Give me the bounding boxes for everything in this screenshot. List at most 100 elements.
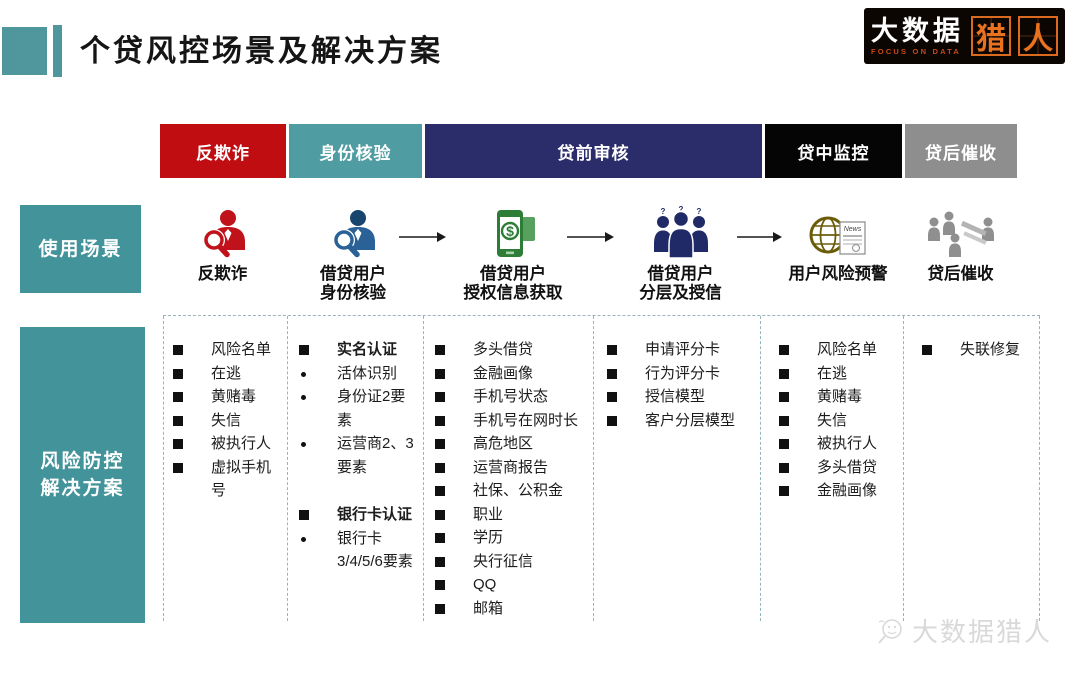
brand-name: 大数据 <box>871 15 964 46</box>
phone-payment-icon: $ <box>486 206 540 260</box>
square-bullet <box>779 345 789 355</box>
list-item: 金融画像 <box>431 362 587 386</box>
square-bullet <box>173 368 183 379</box>
square-bullet <box>607 368 617 379</box>
list-item: 在逃 <box>169 362 283 386</box>
dashed-divider <box>423 316 424 621</box>
solution-column-monitoring: 风险名单 在逃 黄赌毒 失信 被执行人 多头借贷 金融画像 <box>775 316 897 503</box>
list-item: 手机号在网时长 <box>431 409 587 433</box>
square-bullet <box>435 580 445 590</box>
square-bullet <box>299 345 309 355</box>
scenario-label: 借贷用户 身份核验 <box>320 265 386 302</box>
watermark-text: 大数据猎人 <box>911 617 1052 647</box>
solution-column-collection: 失联修复 <box>918 316 1033 362</box>
list-item: 被执行人 <box>775 432 897 456</box>
square-bullet <box>779 368 789 379</box>
list-item: 实名认证 <box>295 338 417 362</box>
list-item: 风险名单 <box>775 338 897 362</box>
square-bullet <box>173 392 183 402</box>
square-bullet <box>779 462 789 473</box>
square-bullet <box>435 556 445 567</box>
list-item: 央行征信 <box>431 550 587 574</box>
solution-column-identity-check: 实名认证 活体识别 身份证2要素 运营商2、3要素 银行卡认证 银行卡3/4/5… <box>295 316 417 574</box>
brand-char-box: 人 <box>1018 16 1058 56</box>
solution-column-scoring-models: 申请评分卡 行为评分卡 授信模型 客户分层模型 <box>603 316 753 432</box>
svg-text:$: $ <box>506 223 514 239</box>
square-bullet <box>435 603 445 614</box>
stage-bar-in-loan-monitoring: 贷中监控 <box>765 124 902 178</box>
dashed-divider <box>287 316 288 621</box>
scenario-anti-fraud: 反欺诈 <box>180 206 265 284</box>
square-bullet <box>173 439 183 449</box>
list-item: 失联修复 <box>918 338 1033 362</box>
square-bullet <box>779 415 789 426</box>
dot-bullet <box>301 371 306 377</box>
scenario-identity-check: 借贷用户 身份核验 <box>298 206 408 303</box>
list-item: 社保、公积金 <box>431 479 587 503</box>
list-item: 职业 <box>431 503 587 527</box>
stage-bar-anti-fraud: 反欺诈 <box>160 124 286 178</box>
title-accent-bar <box>53 25 62 77</box>
scenario-label: 反欺诈 <box>197 265 248 283</box>
list-item: 授信模型 <box>603 385 753 409</box>
fraud-user-magnifier-icon <box>197 206 249 260</box>
scenario-segmentation-credit: ? ? ? 借贷用户 分层及授信 <box>613 206 748 303</box>
square-bullet <box>435 509 445 520</box>
list-item: 银行卡认证 <box>295 503 417 527</box>
list-item: 失信 <box>169 409 283 433</box>
list-item: 在逃 <box>775 362 897 386</box>
user-group-icon: ? ? ? <box>652 206 710 260</box>
identity-user-magnifier-icon <box>327 206 379 260</box>
square-bullet <box>299 510 309 520</box>
row-label-usage-scenarios: 使用场景 <box>20 205 141 293</box>
list-item: 运营商2、3要素 <box>295 432 417 479</box>
dashed-divider <box>163 316 164 621</box>
scenario-label: 借贷用户 授权信息获取 <box>463 265 563 302</box>
square-bullet <box>435 415 445 426</box>
flow-arrow-icon <box>737 232 782 242</box>
list-item: 黄赌毒 <box>169 385 283 409</box>
flow-arrow-icon <box>567 232 614 242</box>
globe-news-icon: News <box>807 206 869 260</box>
watermark: 大数据猎人 <box>874 612 1052 649</box>
page-title: 个贷风控场景及解决方案 <box>80 35 443 68</box>
brand-char-box: 猎 <box>971 16 1011 56</box>
solution-column-pre-loan-data: 多头借贷 金融画像 手机号状态 手机号在网时长 高危地区 运营商报告 社保、公积… <box>431 316 587 620</box>
svg-text:News: News <box>844 226 862 233</box>
scenario-label: 用户风险预警 <box>788 265 888 283</box>
dashed-divider <box>593 316 594 621</box>
list-item: QQ <box>431 573 587 597</box>
scenario-label: 贷后催收 <box>927 265 994 283</box>
list-item: 申请评分卡 <box>603 338 753 362</box>
square-bullet <box>607 415 617 426</box>
svg-text:?: ? <box>678 206 683 214</box>
scenario-post-loan-collection: 贷后催收 <box>898 206 1023 284</box>
svg-text:?: ? <box>660 207 665 216</box>
stage-bar-identity-check: 身份核验 <box>289 124 422 178</box>
list-item: 高危地区 <box>431 432 587 456</box>
list-item: 虚拟手机号 <box>169 456 283 503</box>
list-item: 客户分层模型 <box>603 409 753 433</box>
dot-bullet <box>301 536 306 542</box>
dashed-divider <box>903 316 904 621</box>
row-label-risk-solutions: 风险防控 解决方案 <box>20 327 145 623</box>
square-bullet <box>435 345 445 355</box>
magnifier-face-icon <box>878 618 902 644</box>
square-bullet <box>435 392 445 402</box>
solutions-panel: 风险名单 在逃 黄赌毒 失信 被执行人 虚拟手机号 实名认证 活体识别 身份证2… <box>163 315 1040 621</box>
brand-logo: 大数据 FOCUS ON DATA 猎 人 <box>864 8 1065 64</box>
list-item: 身份证2要素 <box>295 385 417 432</box>
square-bullet <box>607 392 617 402</box>
dot-bullet <box>301 395 306 400</box>
square-bullet <box>173 345 183 355</box>
list-item: 被执行人 <box>169 432 283 456</box>
square-bullet <box>435 462 445 473</box>
dashed-divider <box>1039 316 1040 621</box>
brand-tagline: FOCUS ON DATA <box>871 46 961 56</box>
square-bullet <box>173 415 183 426</box>
list-item: 失信 <box>775 409 897 433</box>
title-accent-square <box>2 27 47 75</box>
list-item: 多头借贷 <box>431 338 587 362</box>
square-bullet <box>779 392 789 402</box>
stage-bar-post-loan-collection: 贷后催收 <box>905 124 1017 178</box>
